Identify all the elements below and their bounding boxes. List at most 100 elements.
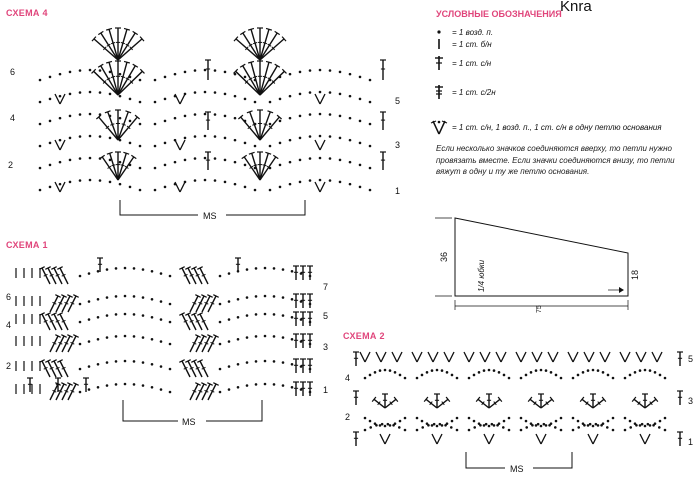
- chain-dot-icon: [524, 373, 528, 377]
- double-crochet-icon: [259, 156, 277, 181]
- chain-dot-icon: [141, 296, 145, 299]
- chain-dot-icon: [105, 314, 109, 317]
- chain-dot-icon: [363, 428, 367, 432]
- chain-dot-icon: [268, 100, 272, 104]
- chain-dot-icon: [318, 68, 322, 72]
- chain-dot-icon: [227, 340, 231, 343]
- double-crochet-icon: [201, 383, 211, 401]
- double-crochet-icon: [187, 360, 197, 378]
- chain-dot-icon: [141, 314, 145, 317]
- chain-dot-icon: [163, 97, 167, 101]
- chain-dot-icon: [368, 122, 372, 126]
- chain-dot-icon: [378, 424, 382, 427]
- double-crochet-icon: [207, 383, 217, 401]
- chain-dot-icon: [467, 416, 471, 420]
- chain-dot-icon: [534, 424, 538, 427]
- chain-dot-icon: [308, 91, 312, 94]
- double-crochet-icon: [259, 153, 269, 181]
- s4-row-6: 6: [10, 67, 15, 77]
- double-crochet-icon: [47, 313, 57, 331]
- chain-dot-icon: [338, 114, 342, 118]
- chain-dot-icon: [159, 318, 163, 321]
- chain-dot-icon: [48, 119, 52, 123]
- chain-dot-icon: [281, 314, 285, 317]
- chain-dot-icon: [138, 144, 142, 148]
- chain-dot-icon: [105, 361, 109, 364]
- double-crochet-icon: [53, 313, 63, 331]
- chain-dot-icon: [118, 94, 122, 98]
- chain-dot-icon: [183, 158, 187, 162]
- chain-dot-icon: [243, 141, 247, 145]
- chain-dot-icon: [318, 134, 322, 138]
- chain-dot-icon: [253, 78, 257, 82]
- chain-dot-icon: [544, 424, 548, 427]
- chain-dot-icon: [223, 158, 227, 162]
- chain-dot-icon: [263, 359, 267, 363]
- chain-dot-icon: [263, 334, 267, 338]
- chain-dot-icon: [203, 112, 207, 116]
- chain-dot-icon: [141, 336, 145, 339]
- chain-dot-icon: [253, 188, 257, 192]
- chain-dot-icon: [254, 313, 258, 316]
- chain-dot-icon: [611, 416, 615, 420]
- chain-dot-icon: [600, 424, 603, 427]
- chain-dot-icon: [268, 78, 272, 82]
- double-crochet-icon: [53, 267, 63, 285]
- double-crochet-icon: [59, 313, 69, 331]
- chain-dot-icon: [88, 90, 92, 94]
- double-crochet-icon: [235, 70, 261, 96]
- chain-dot-icon: [243, 185, 247, 189]
- double-crochet-icon: [100, 32, 119, 61]
- chain-dot-icon: [596, 369, 600, 372]
- chain-dot-icon: [233, 160, 237, 164]
- scheme-4-ms-bracket: MS: [119, 200, 306, 221]
- chain-dot-icon: [272, 360, 276, 363]
- chain-dot-icon: [628, 373, 632, 377]
- chain-dot-icon: [138, 100, 142, 104]
- chain-dot-icon: [415, 428, 419, 432]
- chain-dot-icon: [403, 416, 407, 420]
- chain-dot-icon: [138, 122, 142, 126]
- chain-dot-icon: [290, 362, 294, 366]
- chain-dot-icon: [163, 185, 167, 189]
- chain-dot-icon: [236, 385, 240, 389]
- chain-dot-icon: [78, 113, 82, 116]
- chain-dot-icon: [243, 119, 247, 123]
- chain-dot-icon: [87, 365, 91, 368]
- chain-dot-icon: [581, 371, 585, 374]
- chain-dot-icon: [58, 116, 62, 120]
- chain-dot-icon: [437, 30, 441, 34]
- chain-dot-icon: [123, 359, 127, 363]
- chain-dot-icon: [583, 424, 586, 427]
- chain-dot-icon: [218, 390, 222, 394]
- chain-dot-icon: [398, 373, 402, 377]
- chain-dot-icon: [141, 361, 145, 364]
- chain-dot-icon: [223, 92, 227, 96]
- chain-dot-icon: [150, 315, 154, 319]
- double-crochet-icon: [55, 295, 65, 313]
- chain-dot-icon: [87, 340, 91, 343]
- chain-dot-icon: [455, 376, 459, 380]
- double-crochet-icon: [117, 153, 127, 181]
- chain-dot-icon: [123, 294, 127, 298]
- chain-dot-icon: [87, 272, 91, 275]
- chain-dot-icon: [544, 369, 548, 372]
- chain-dot-icon: [168, 320, 172, 324]
- chain-dot-icon: [245, 314, 249, 317]
- chain-dot-icon: [576, 419, 580, 423]
- double-crochet-icon: [201, 335, 211, 353]
- s2-row-1: 1: [688, 437, 693, 447]
- double-crochet-icon: [259, 116, 280, 141]
- chain-dot-icon: [98, 179, 102, 182]
- s4-row-4: 4: [10, 113, 15, 123]
- chain-dot-icon: [415, 376, 419, 380]
- chain-dot-icon: [288, 160, 292, 164]
- double-crochet-icon: [181, 267, 191, 285]
- chain-dot-icon: [299, 365, 303, 368]
- chain-dot-icon: [383, 368, 387, 372]
- double-crochet-icon: [41, 313, 51, 331]
- chain-dot-icon: [388, 424, 392, 427]
- chain-dot-icon: [397, 426, 401, 429]
- chain-dot-icon: [132, 267, 136, 270]
- chain-dot-icon: [118, 72, 122, 76]
